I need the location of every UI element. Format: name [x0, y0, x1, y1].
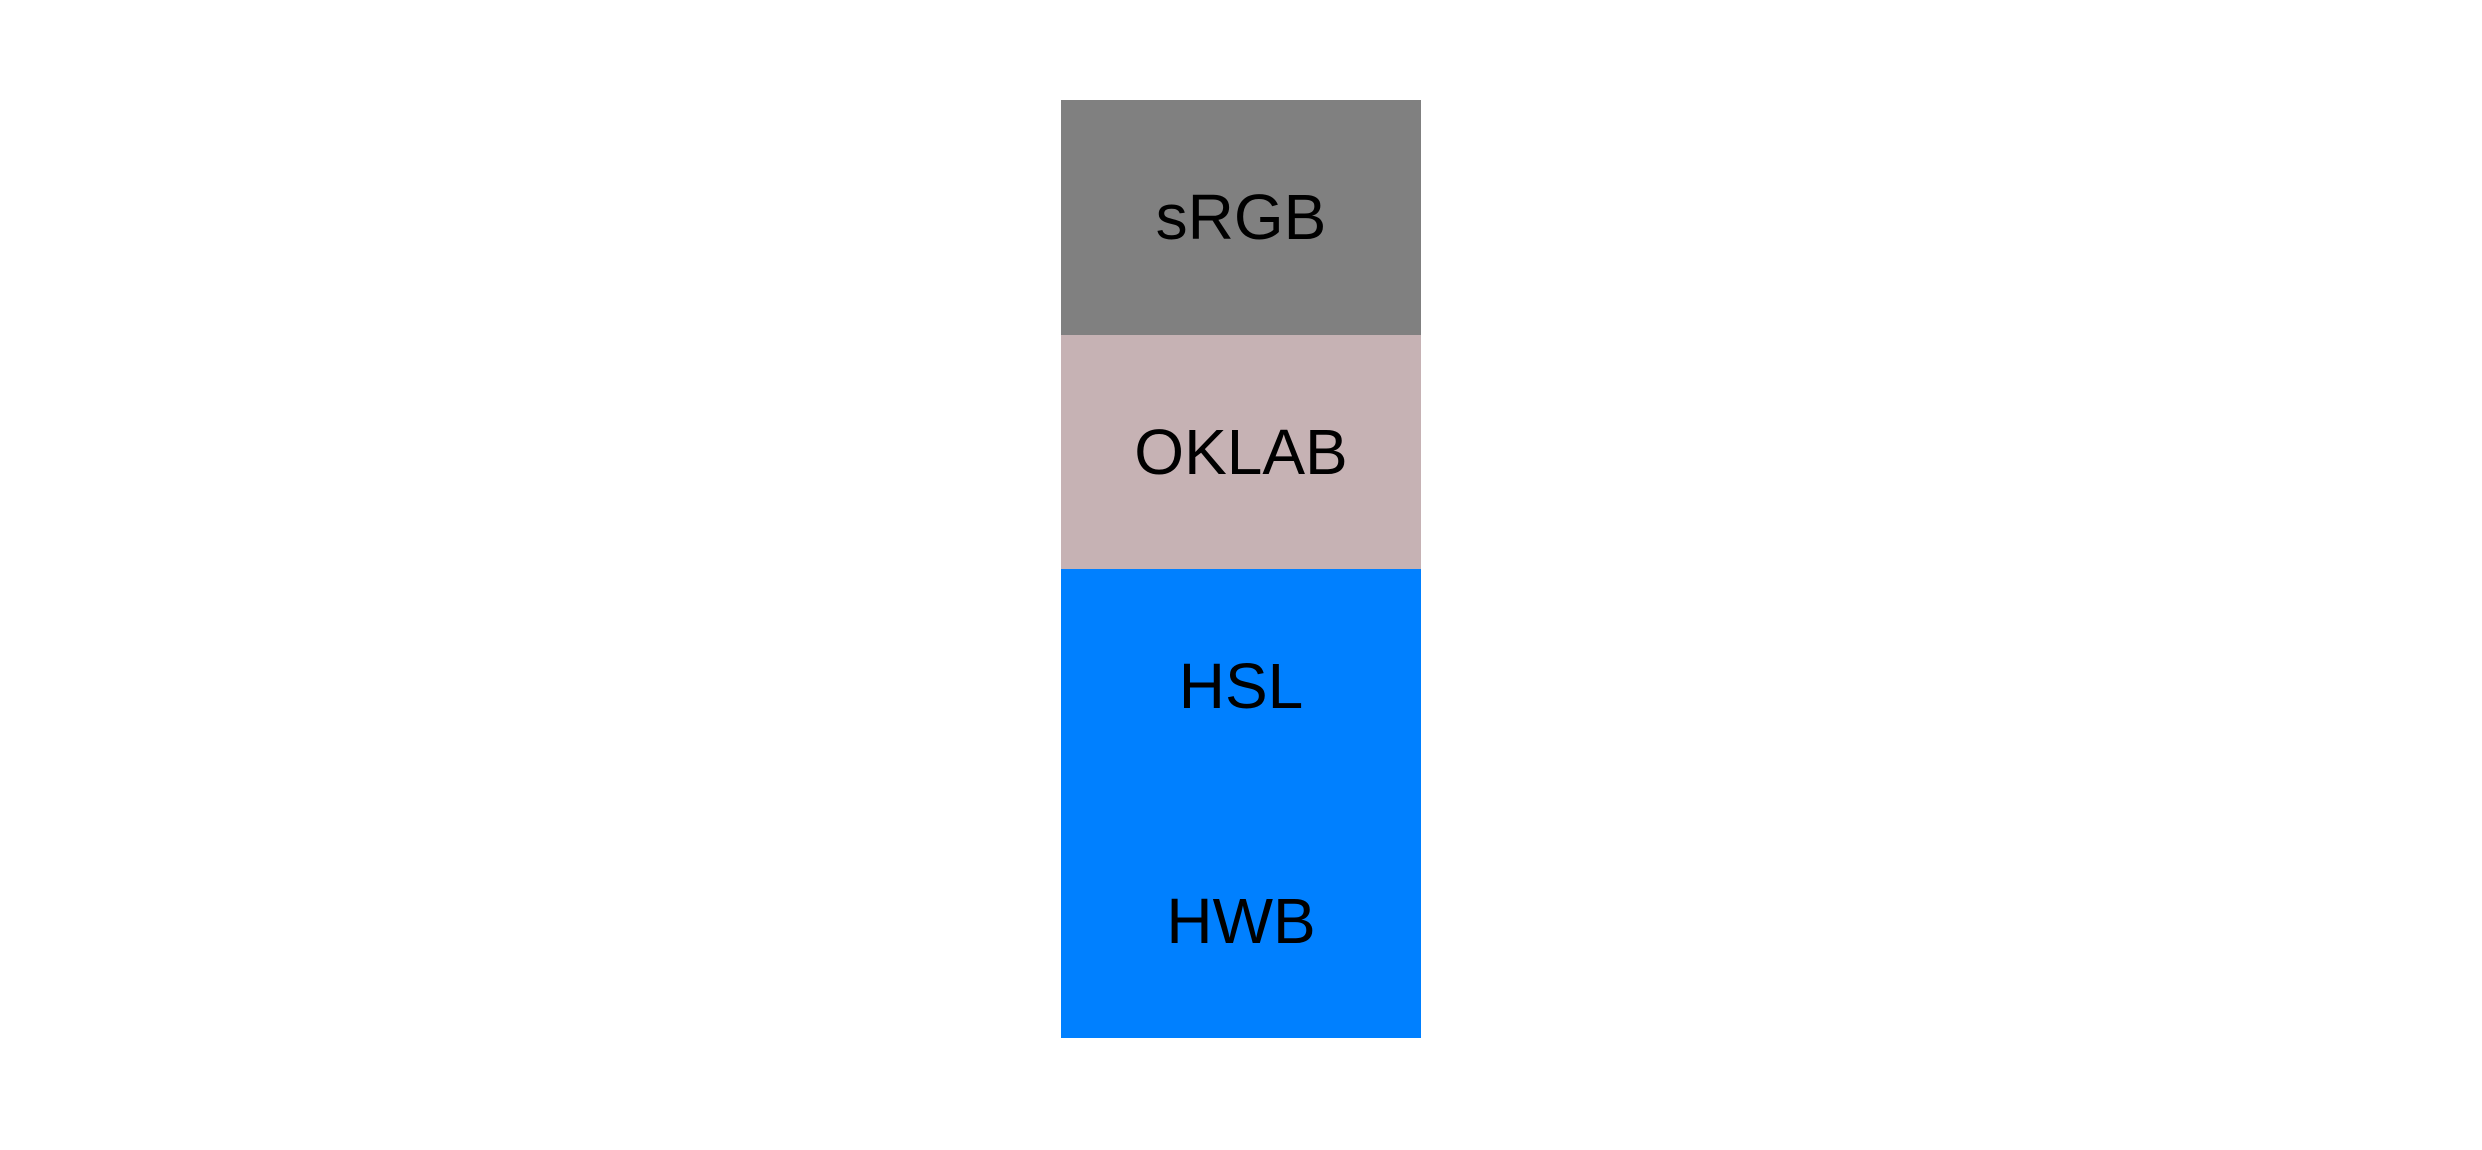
- color-interpolation-swatch-column: sRGB OKLAB HSL HWB: [1061, 100, 1421, 1038]
- swatch-label-oklab: OKLAB: [1134, 415, 1348, 488]
- swatch-hsl: HSL: [1061, 569, 1421, 804]
- swatch-oklab: OKLAB: [1061, 334, 1421, 569]
- swatch-srgb: sRGB: [1061, 100, 1421, 335]
- swatch-label-srgb: sRGB: [1155, 181, 1327, 254]
- swatch-label-hsl: HSL: [1178, 650, 1304, 723]
- swatch-label-hwb: HWB: [1166, 884, 1316, 957]
- swatch-hwb: HWB: [1061, 803, 1421, 1038]
